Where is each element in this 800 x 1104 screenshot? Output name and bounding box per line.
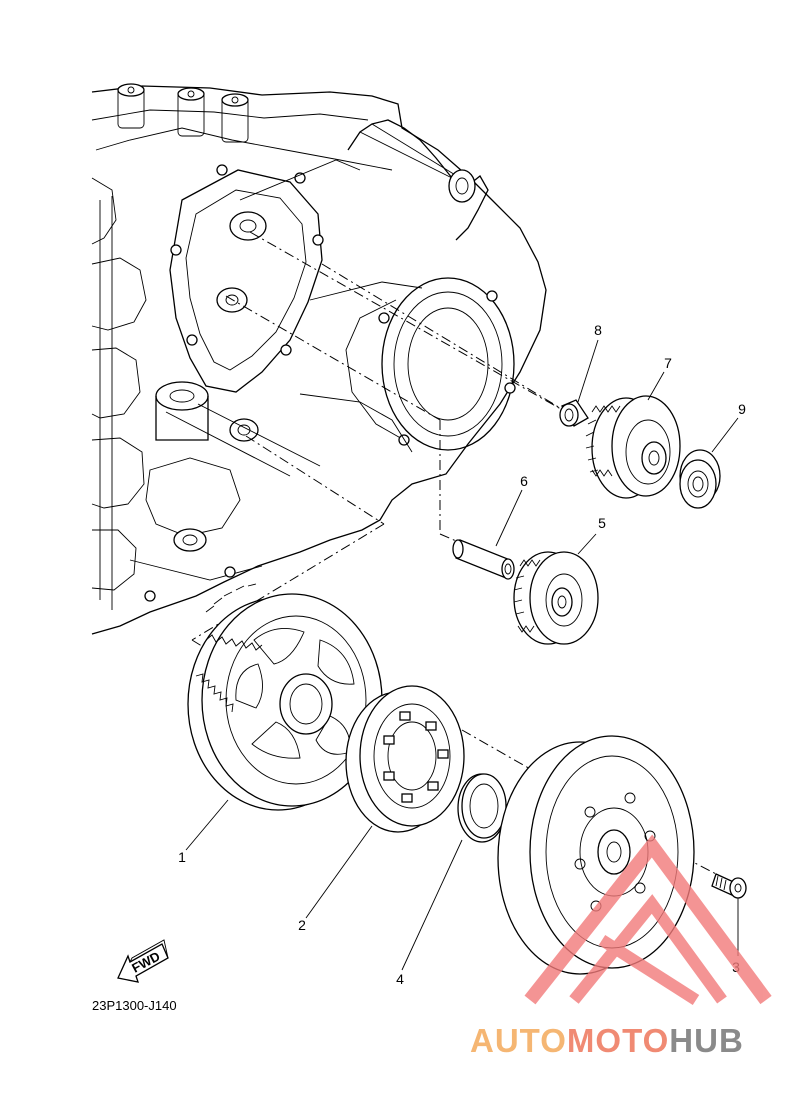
callout-6: 6 bbox=[520, 473, 528, 489]
callout-2: 2 bbox=[298, 917, 306, 933]
diagram-code: 23P1300-J140 bbox=[92, 998, 177, 1013]
callout-9: 9 bbox=[738, 401, 746, 417]
fwd-arrow-icon: FWD bbox=[117, 939, 169, 983]
callout-4: 4 bbox=[396, 971, 404, 987]
part-1-starter-wheel-gear bbox=[187, 583, 383, 811]
leader-lines bbox=[185, 339, 739, 971]
part-4-washer bbox=[457, 773, 507, 843]
part-9-bearing bbox=[679, 449, 721, 509]
watermark-hub: HUB bbox=[669, 1022, 744, 1059]
part-8-bushing bbox=[559, 399, 589, 427]
part-6-shaft bbox=[452, 539, 515, 580]
watermark-auto: AUTO bbox=[470, 1022, 567, 1059]
svg-text:AUTOMOTOHUB: AUTOMOTOHUB bbox=[470, 1022, 744, 1059]
part-7-idle-gear bbox=[585, 395, 681, 499]
callout-1: 1 bbox=[178, 849, 186, 865]
callout-5: 5 bbox=[598, 515, 606, 531]
fwd-label: FWD bbox=[129, 948, 162, 975]
watermark-moto: MOTO bbox=[567, 1022, 669, 1059]
part-5-gear bbox=[513, 551, 599, 645]
callout-7: 7 bbox=[664, 355, 672, 371]
part-3-bolt bbox=[711, 873, 747, 899]
watermark-logo bbox=[524, 834, 772, 1006]
callout-8: 8 bbox=[594, 322, 602, 338]
watermark-text: AUTOMOTOHUB bbox=[470, 1022, 744, 1059]
rotor-housing bbox=[497, 735, 695, 975]
part-2-one-way-clutch bbox=[345, 685, 465, 833]
